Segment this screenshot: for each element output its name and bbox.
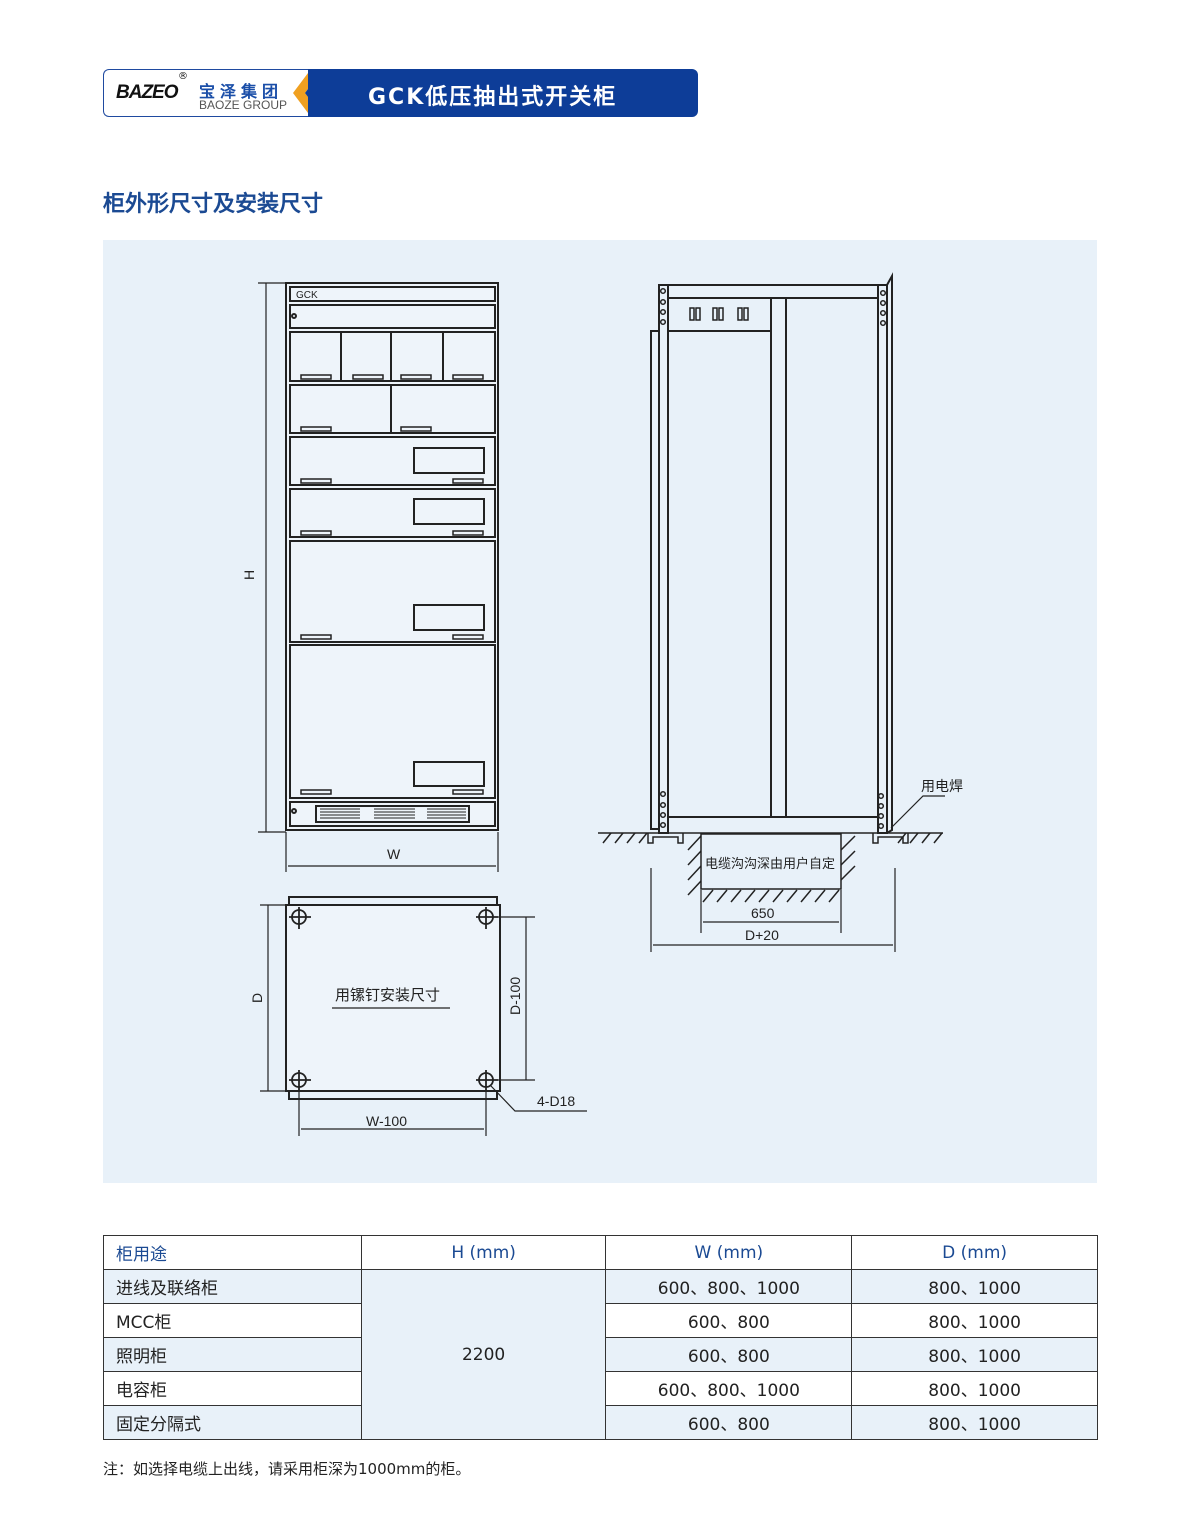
registered-mark: ® bbox=[178, 71, 188, 82]
weld-label: 用电焊 bbox=[921, 778, 963, 794]
nameplate-label: GCK bbox=[296, 290, 318, 301]
header-d: D (mm) bbox=[851, 1235, 1098, 1270]
trench-label: 电缆沟沟深由用户自定 bbox=[705, 856, 835, 871]
section-title: 柜外形尺寸及安装尺寸 bbox=[103, 192, 324, 217]
company-name-en: BAOZE GROUP bbox=[199, 98, 288, 112]
header-w: W (mm) bbox=[605, 1235, 853, 1270]
drawing-panel: H W GCK bbox=[103, 240, 1097, 1183]
base-view bbox=[260, 896, 587, 1136]
cell-w: 600、800、1000 bbox=[605, 1269, 853, 1304]
table-row: 电容柜 600、800、1000 800、1000 bbox=[103, 1371, 1098, 1406]
total-depth-label: D+20 bbox=[745, 927, 779, 943]
cell-use: 电容柜 bbox=[103, 1371, 362, 1406]
holes-label: 4-D18 bbox=[537, 1093, 575, 1109]
cell-d: 800、1000 bbox=[851, 1303, 1098, 1338]
mounting-label: 用镙钉安装尺寸 bbox=[335, 987, 440, 1004]
height-label: H bbox=[241, 570, 257, 580]
cell-use: 进线及联络柜 bbox=[103, 1269, 362, 1304]
hole-pitch-width-label: W-100 bbox=[366, 1113, 407, 1129]
title-bar: GCK低压抽出式开关柜 bbox=[308, 69, 698, 117]
product-title: GCK低压抽出式开关柜 bbox=[368, 85, 618, 110]
cell-use: MCC柜 bbox=[103, 1303, 362, 1338]
front-view bbox=[258, 282, 499, 872]
company-name-cn: 宝泽集团 bbox=[199, 82, 284, 101]
cell-w: 600、800 bbox=[605, 1303, 853, 1338]
depth-label: D bbox=[249, 993, 265, 1003]
cell-d: 800、1000 bbox=[851, 1371, 1098, 1406]
hole-pitch-depth-label: D-100 bbox=[507, 977, 523, 1015]
cell-w: 600、800 bbox=[605, 1337, 853, 1372]
spec-table: 柜用途 H (mm) W (mm) D (mm) 进线及联络柜 2200 600… bbox=[103, 1235, 1098, 1440]
table-row: 固定分隔式 600、800 800、1000 bbox=[103, 1405, 1098, 1440]
header-banner: BAZEO ® 宝泽集团 BAOZE GROUP GCK低压抽出式开关柜 bbox=[103, 69, 698, 117]
table-header-row: 柜用途 H (mm) W (mm) D (mm) bbox=[103, 1235, 1098, 1270]
cell-height: 2200 bbox=[360, 1269, 607, 1440]
width-label: W bbox=[387, 846, 401, 862]
logo-mark: BAZEO bbox=[116, 82, 178, 103]
header-h: H (mm) bbox=[360, 1235, 607, 1270]
cell-w: 600、800、1000 bbox=[605, 1371, 853, 1406]
table-row: MCC柜 600、800 800、1000 bbox=[103, 1303, 1098, 1338]
cell-w: 600、800 bbox=[605, 1405, 853, 1440]
cell-d: 800、1000 bbox=[851, 1269, 1098, 1304]
cell-use: 固定分隔式 bbox=[103, 1405, 362, 1440]
cell-use: 照明柜 bbox=[103, 1337, 362, 1372]
technical-drawing: H W GCK bbox=[241, 272, 963, 1136]
table-row: 进线及联络柜 2200 600、800、1000 800、1000 bbox=[103, 1269, 1098, 1440]
cell-d: 800、1000 bbox=[851, 1405, 1098, 1440]
cell-d: 800、1000 bbox=[851, 1337, 1098, 1372]
footnote: 注：如选择电缆上出线，请采用柜深为1000mm的柜。 bbox=[103, 1460, 471, 1478]
side-view bbox=[598, 272, 945, 952]
trench-width-label: 650 bbox=[751, 905, 775, 921]
header-use: 柜用途 bbox=[103, 1235, 362, 1270]
logo-area: BAZEO ® 宝泽集团 BAOZE GROUP bbox=[103, 69, 324, 117]
